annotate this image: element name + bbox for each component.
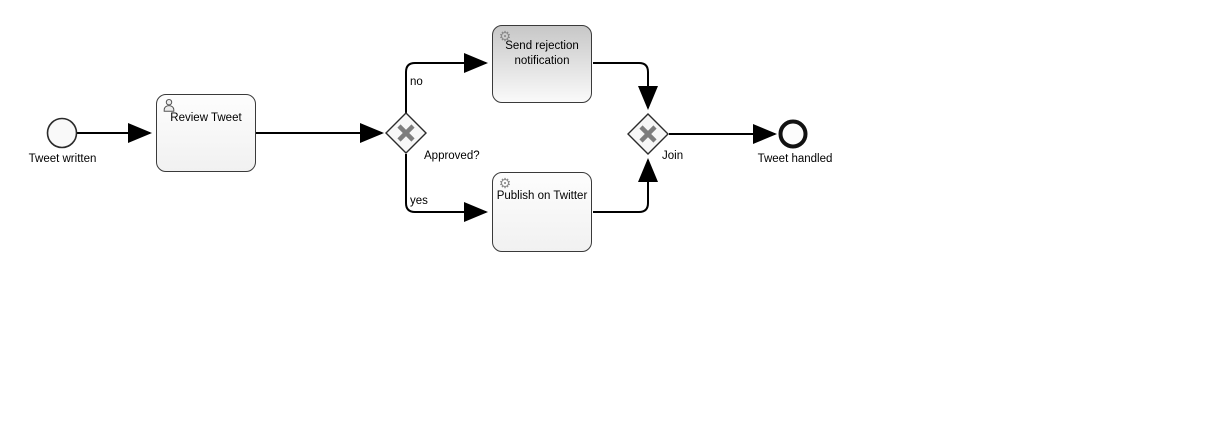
x-marker-icon — [639, 125, 657, 143]
exclusive-gateway-join — [627, 113, 669, 155]
task-review-tweet: Review Tweet — [156, 94, 256, 172]
flow-label-yes: yes — [410, 195, 428, 207]
task-send-rejection-notification: ⚙ Send rejection notification — [492, 25, 592, 103]
start-event-label: Tweet written — [28, 153, 97, 165]
task-publish-on-twitter: ⚙ Publish on Twitter — [492, 172, 592, 252]
user-icon — [161, 97, 177, 113]
gateway-label-approved: Approved? — [424, 150, 480, 162]
gear-icon: ⚙ — [498, 28, 512, 44]
flow-no-branch — [405, 53, 488, 114]
task-label: Review Tweet — [170, 112, 242, 124]
task-label: Publish on Twitter — [496, 190, 588, 202]
start-event-circle — [46, 117, 78, 149]
flow-publish-to-join — [593, 158, 658, 213]
end-event-label: Tweet handled — [757, 153, 833, 165]
gear-icon: ⚙ — [498, 175, 512, 191]
flow-yes-branch — [405, 154, 488, 222]
end-event-circle — [778, 119, 808, 149]
flow-label-no: no — [410, 76, 423, 88]
gateway-label-join: Join — [662, 150, 684, 162]
exclusive-gateway-approved — [385, 112, 427, 154]
flow-rejection-to-join — [593, 62, 658, 110]
x-marker-icon — [397, 124, 415, 142]
task-label: Send rejection notification — [505, 40, 579, 67]
